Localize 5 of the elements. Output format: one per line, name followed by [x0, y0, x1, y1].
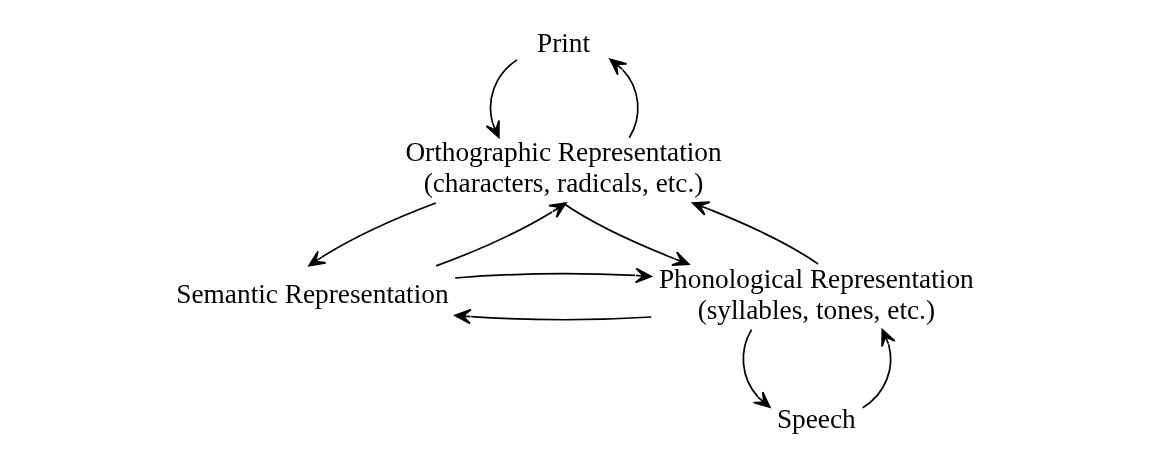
node-text: Speech [776, 403, 856, 434]
node-text: Semantic Representation [176, 279, 449, 310]
node-text: Phonological Representation (syllables, tones, etc.) [658, 263, 974, 325]
node-text: Orthographic Representation (characters, radicals, etc.) [405, 137, 722, 199]
node-text: Print [536, 28, 591, 59]
